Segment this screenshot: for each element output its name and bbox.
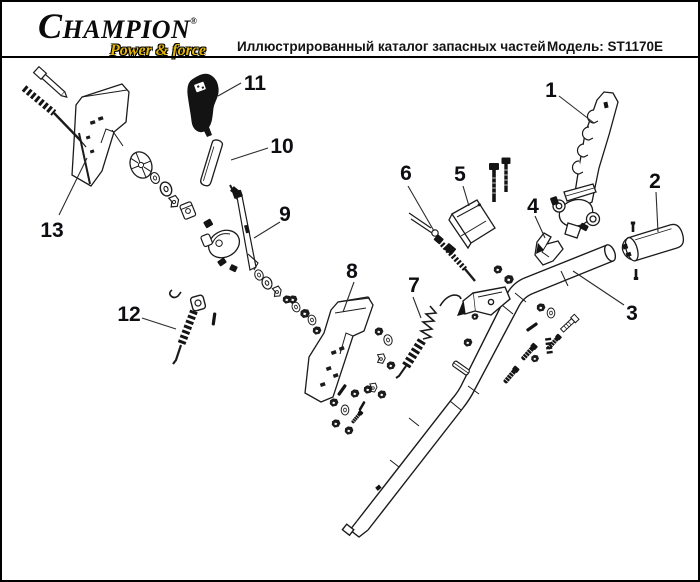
linkage-hardware <box>252 268 310 318</box>
callout-8: 8 <box>346 260 358 283</box>
header-divider <box>2 56 698 58</box>
callout-7: 7 <box>408 274 420 297</box>
callout-12: 12 <box>117 303 140 326</box>
part-11-shift-knob <box>187 73 219 137</box>
callout-2: 2 <box>649 170 661 193</box>
callout-4: 4 <box>527 195 539 218</box>
catalog-title: Иллюстрированный каталог запасных частей <box>237 39 546 54</box>
part-7-spring <box>395 294 462 379</box>
callout-3: 3 <box>626 302 638 325</box>
callout-11: 11 <box>244 72 267 95</box>
part-1-shift-gate <box>550 91 619 239</box>
carriage-bolts <box>489 157 511 202</box>
part-9-shift-mechanism <box>200 189 259 273</box>
callout-10: 10 <box>270 135 293 158</box>
callout-numbers: 1 2 3 4 5 6 7 8 9 10 11 12 13 <box>40 72 661 326</box>
callout-1: 1 <box>545 79 557 102</box>
brand-name: CHAMPION® <box>38 6 197 46</box>
part-6-cable-adjuster <box>408 212 476 282</box>
tube-hardware <box>452 265 580 386</box>
part-2-handle-grip <box>621 221 685 280</box>
part-3-handlebar-tube <box>341 244 617 538</box>
callout-9: 9 <box>279 203 291 226</box>
champion-logo: CHAMPION® Power & force <box>38 6 206 60</box>
part-5-bracket <box>448 199 496 250</box>
part-13-fasteners <box>21 65 91 185</box>
callout-13: 13 <box>40 219 63 242</box>
part-12-spring-pin <box>168 289 217 365</box>
part-10-shift-lever-rod <box>200 139 240 201</box>
model-label: Модель: ST1170E <box>547 39 664 54</box>
brand-tagline: Power & force <box>110 41 206 59</box>
washer-stack <box>129 151 197 220</box>
part-8-mount-plate <box>304 296 374 403</box>
part-4-clip <box>534 232 564 266</box>
callout-leader-lines <box>58 82 659 330</box>
registered-mark: ® <box>190 16 197 26</box>
callout-6: 6 <box>400 162 412 185</box>
callout-5: 5 <box>454 163 466 186</box>
brand-text: HAMPION <box>62 15 191 44</box>
